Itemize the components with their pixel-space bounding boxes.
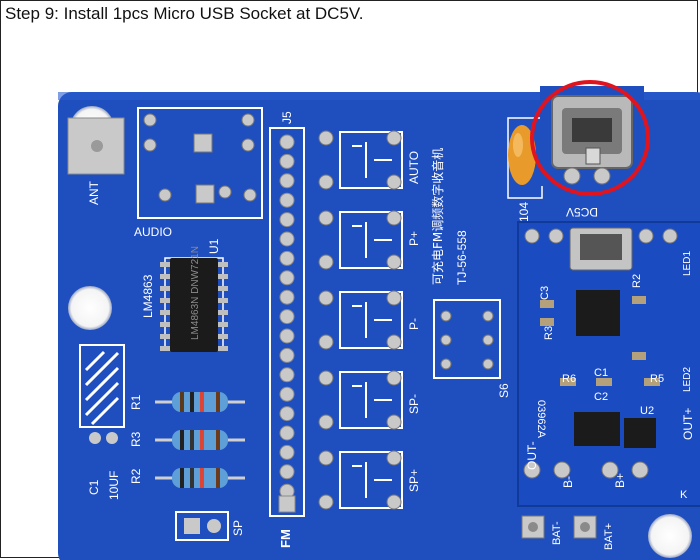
resistor-r2 [155, 468, 245, 488]
label-lm4863: LM4863 [141, 274, 155, 318]
label-p-plus: P+ [407, 231, 421, 246]
tact-switch [318, 290, 403, 350]
label-fm: FM [278, 529, 293, 548]
capacitor-c1-outline [79, 344, 125, 428]
label-s6: S6 [497, 383, 511, 398]
module-b-plus: B+ [613, 473, 627, 488]
audio-jack-outline [137, 107, 263, 219]
header-pin [279, 192, 295, 208]
module-code: 03962A [535, 400, 547, 439]
label-dc5v: DC5V [566, 205, 598, 219]
module-u2: U2 [640, 405, 654, 417]
header-pin [279, 173, 295, 189]
label-bat-minus: BAT- [551, 521, 563, 545]
module-r3: R3 [543, 326, 555, 340]
label-p-minus: P- [407, 318, 421, 330]
header-pin [279, 231, 295, 247]
module-c3: C3 [539, 286, 551, 300]
label-model: TJ-56-558 [455, 230, 469, 285]
module-r2: R2 [631, 274, 643, 288]
header-pin [279, 425, 295, 441]
header-pin [279, 328, 295, 344]
label-u1: U1 [207, 238, 221, 254]
header-pin-square [278, 495, 296, 513]
label-r2: R2 [129, 468, 143, 484]
label-104: 104 [517, 202, 531, 222]
chip-module-2 [574, 412, 620, 446]
label-sp: SP [231, 520, 245, 536]
mount-hole [68, 286, 112, 330]
label-bat-plus: BAT+ [603, 523, 615, 550]
header-pin [279, 134, 295, 150]
step-caption: Step 9: Install 1pcs Micro USB Socket at… [5, 4, 364, 23]
tact-switch [318, 370, 403, 430]
label-auto: AUTO [407, 151, 421, 184]
module-out-plus: OUT+ [681, 408, 695, 440]
tact-switch [318, 130, 403, 190]
chip-u1 [170, 258, 218, 352]
header-pin [279, 464, 295, 480]
module-r5: R5 [650, 373, 664, 385]
module-c2: C2 [594, 391, 608, 403]
module-b-minus: B- [561, 476, 575, 488]
module-c1: C1 [594, 367, 608, 379]
header-pin [279, 386, 295, 402]
label-ant: ANT [87, 180, 101, 205]
resistor-r3 [155, 430, 245, 450]
resistor-r1 [155, 392, 245, 412]
chip-module [576, 290, 620, 336]
label-r1: R1 [129, 394, 143, 410]
tact-switch [318, 210, 403, 270]
module-r6: R6 [562, 373, 576, 385]
header-pin [279, 406, 295, 422]
header-pins [278, 134, 296, 513]
module-out-minus: OUT- [525, 441, 539, 470]
header-pin [279, 153, 295, 169]
label-r3: R3 [129, 431, 143, 447]
header-pin [279, 309, 295, 325]
label-audio: AUDIO [134, 225, 172, 239]
mount-hole [648, 514, 692, 558]
header-pin [279, 250, 295, 266]
switch-s6 [433, 299, 501, 379]
header-pin [279, 367, 295, 383]
highlight-circle [530, 80, 650, 196]
header-j5 [269, 127, 305, 517]
sp-connector [175, 511, 229, 541]
label-sp-minus: SP- [407, 394, 421, 414]
header-pin [279, 444, 295, 460]
module-led2: LED2 [682, 367, 693, 392]
label-j5: J5 [280, 111, 294, 124]
header-pin [279, 212, 295, 228]
label-c1: C1 [87, 479, 101, 495]
header-pin [279, 347, 295, 363]
label-c1-value: 10UF [107, 471, 121, 500]
label-sp-plus: SP+ [407, 469, 421, 492]
module-k: K [680, 489, 688, 501]
tact-switch [318, 450, 403, 510]
label-title-cn: 可充电FM调频数字收音机 [430, 148, 445, 285]
module-led1: LED1 [682, 251, 693, 276]
chip-u1-marking: LM4863N DNW721N [190, 246, 201, 340]
header-pin [279, 289, 295, 305]
header-pin [279, 270, 295, 286]
